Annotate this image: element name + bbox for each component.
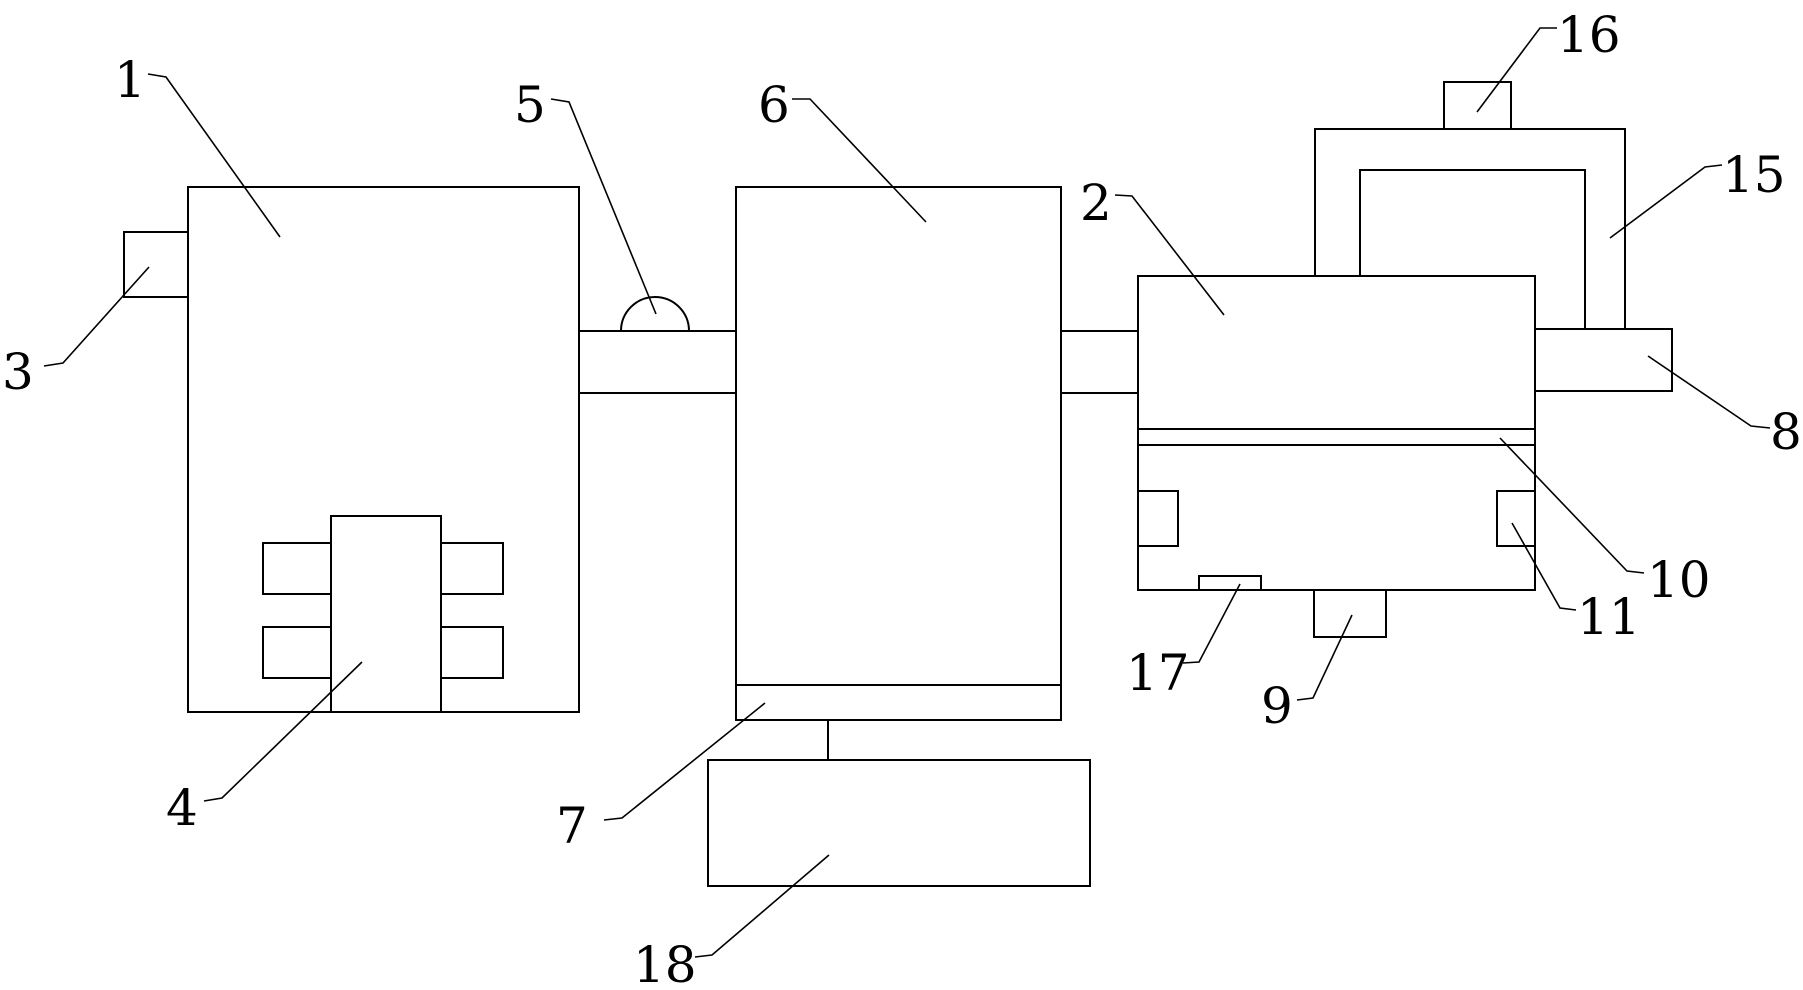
label-7: 7 [556, 797, 588, 855]
label-8: 8 [1770, 403, 1802, 461]
label-18: 18 [633, 936, 697, 990]
leader-16 [1476, 27, 1557, 113]
component-3-port [123, 231, 189, 298]
component-1-housing [187, 186, 580, 713]
leader-2 [1114, 194, 1225, 316]
component-16-top-block [1443, 81, 1512, 130]
component-9-outlet [1313, 589, 1387, 638]
leader-1 [147, 73, 281, 238]
label-16: 16 [1557, 6, 1621, 64]
component-17-plate [1198, 575, 1262, 591]
leader-6 [792, 98, 927, 223]
leader-3 [43, 266, 150, 367]
leader-4 [203, 661, 363, 802]
component-2-housing [1137, 275, 1536, 591]
label-10: 10 [1647, 551, 1711, 609]
label-2: 2 [1080, 174, 1112, 232]
pipe-6-to-2 [1061, 330, 1138, 394]
component-4-assembly [262, 515, 504, 713]
leader-7 [603, 702, 766, 821]
component-8-outlet-pipe [1535, 328, 1673, 392]
label-1: 1 [114, 51, 146, 109]
label-9: 9 [1261, 677, 1293, 735]
leader-9 [1296, 614, 1353, 701]
leader-10 [1499, 437, 1645, 574]
label-6: 6 [758, 76, 790, 134]
leader-lines [43, 27, 1771, 958]
label-5: 5 [514, 76, 546, 134]
label-3: 3 [2, 343, 34, 401]
leader-18 [694, 854, 830, 958]
label-17: 17 [1126, 644, 1190, 702]
leader-8 [1647, 355, 1771, 429]
component-6-housing [735, 186, 1062, 721]
component-15-frame [1314, 128, 1626, 329]
leader-5 [550, 98, 657, 315]
pipe-1-to-6 [578, 330, 737, 394]
component-18-box [707, 759, 1091, 887]
label-4: 4 [166, 779, 198, 837]
label-15: 15 [1722, 146, 1786, 204]
leader-11 [1511, 522, 1577, 611]
component-11-side-blocks [1137, 490, 1536, 547]
label-11: 11 [1577, 588, 1641, 646]
leader-15 [1609, 164, 1723, 239]
leader-17 [1182, 583, 1241, 664]
component-10-partition [1138, 428, 1535, 446]
component-5-dome [620, 296, 690, 332]
part-labels: 1 2 3 4 5 6 7 8 9 10 11 15 16 17 18 [2, 6, 1802, 990]
